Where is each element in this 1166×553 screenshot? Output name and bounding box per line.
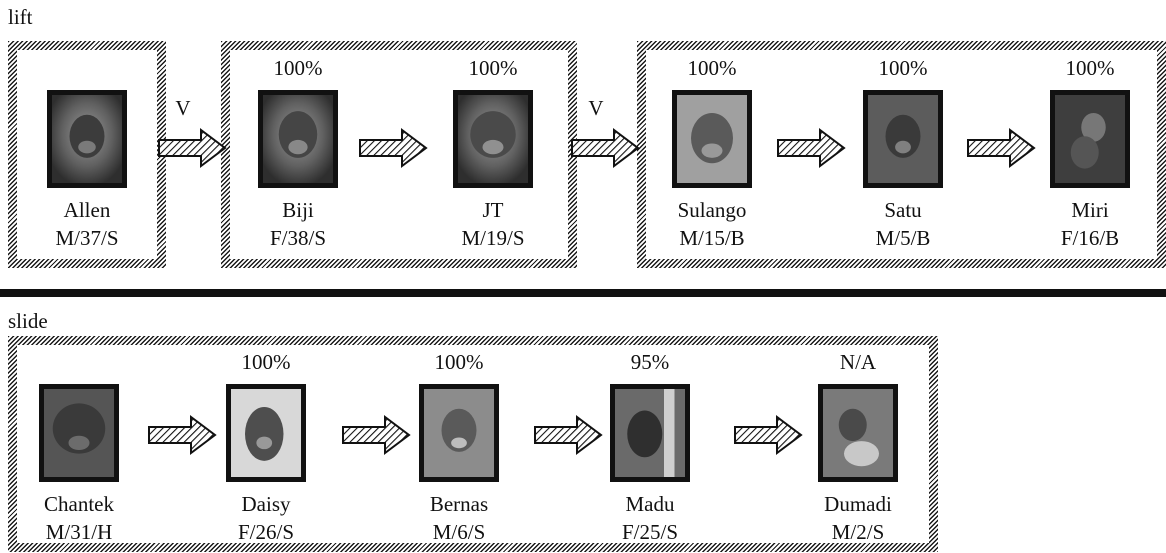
animal-name: JT — [482, 198, 504, 222]
animal-info: M/15/B — [679, 226, 745, 250]
animal-info: M/31/H — [45, 520, 113, 544]
success-percentage: 100% — [434, 350, 484, 374]
animal-name: Sulango — [677, 198, 747, 222]
hatched-arrow-icon — [733, 415, 805, 455]
arrow-label: V — [175, 96, 191, 120]
success-percentage: 100% — [1065, 56, 1115, 80]
animal-name: Bernas — [429, 492, 489, 516]
animal-info: M/6/S — [432, 520, 486, 544]
success-percentage: 100% — [687, 56, 737, 80]
orangutan-photo-icon — [818, 384, 898, 482]
success-percentage: 95% — [630, 350, 670, 374]
hatched-arrow-icon — [358, 128, 430, 168]
animal-info: F/38/S — [269, 226, 327, 250]
orangutan-photo-icon — [39, 384, 119, 482]
animal-name: Biji — [282, 198, 314, 222]
animal-info: M/5/B — [875, 226, 931, 250]
success-percentage: 100% — [878, 56, 928, 80]
orangutan-photo-icon — [226, 384, 306, 482]
success-percentage: 100% — [241, 350, 291, 374]
animal-name: Satu — [884, 198, 922, 222]
hatched-arrow-icon — [533, 415, 605, 455]
animal-name: Miri — [1071, 198, 1109, 222]
hatched-arrow-icon — [147, 415, 219, 455]
animal-info: F/16/B — [1060, 226, 1120, 250]
animal-info: F/25/S — [621, 520, 679, 544]
orangutan-photo-icon — [672, 90, 752, 188]
animal-name: Madu — [625, 492, 675, 516]
orangutan-photo-icon — [1050, 90, 1130, 188]
success-percentage: N/A — [839, 350, 877, 374]
animal-name: Allen — [63, 198, 111, 222]
slide-section-label: slide — [8, 309, 48, 333]
arrow-label: V — [588, 96, 604, 120]
hatched-arrow-icon: V — [157, 98, 229, 168]
hatched-arrow-icon — [341, 415, 413, 455]
orangutan-photo-icon — [47, 90, 127, 188]
animal-name: Dumadi — [824, 492, 892, 516]
animal-name: Daisy — [241, 492, 291, 516]
animal-name: Chantek — [44, 492, 114, 516]
orangutan-photo-icon — [863, 90, 943, 188]
hatched-arrow-icon — [776, 128, 848, 168]
animal-info: M/2/S — [831, 520, 885, 544]
hatched-arrow-icon: V — [570, 98, 642, 168]
animal-info: F/26/S — [237, 520, 295, 544]
orangutan-photo-icon — [419, 384, 499, 482]
success-percentage: 100% — [273, 56, 323, 80]
animal-info: M/37/S — [55, 226, 119, 250]
success-percentage: 100% — [468, 56, 518, 80]
orangutan-photo-icon — [610, 384, 690, 482]
lift-section-label: lift — [8, 5, 33, 29]
animal-info: M/19/S — [461, 226, 525, 250]
orangutan-photo-icon — [453, 90, 533, 188]
section-divider — [0, 289, 1166, 297]
hatched-arrow-icon — [966, 128, 1038, 168]
orangutan-photo-icon — [258, 90, 338, 188]
